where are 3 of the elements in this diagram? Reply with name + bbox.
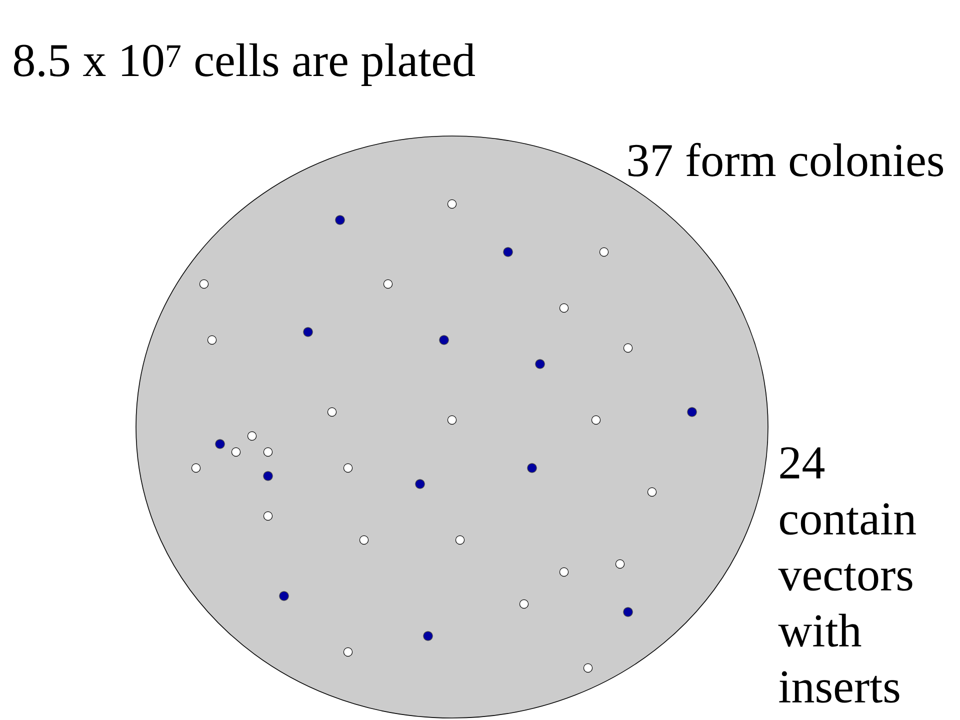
annotation: 37 form colonies (628, 142, 944, 176)
annotation: 24 contain vectors with inserts (778, 447, 916, 703)
heading: 8.5 x 10$^{7}$ cells are plated (14, 43, 475, 86)
